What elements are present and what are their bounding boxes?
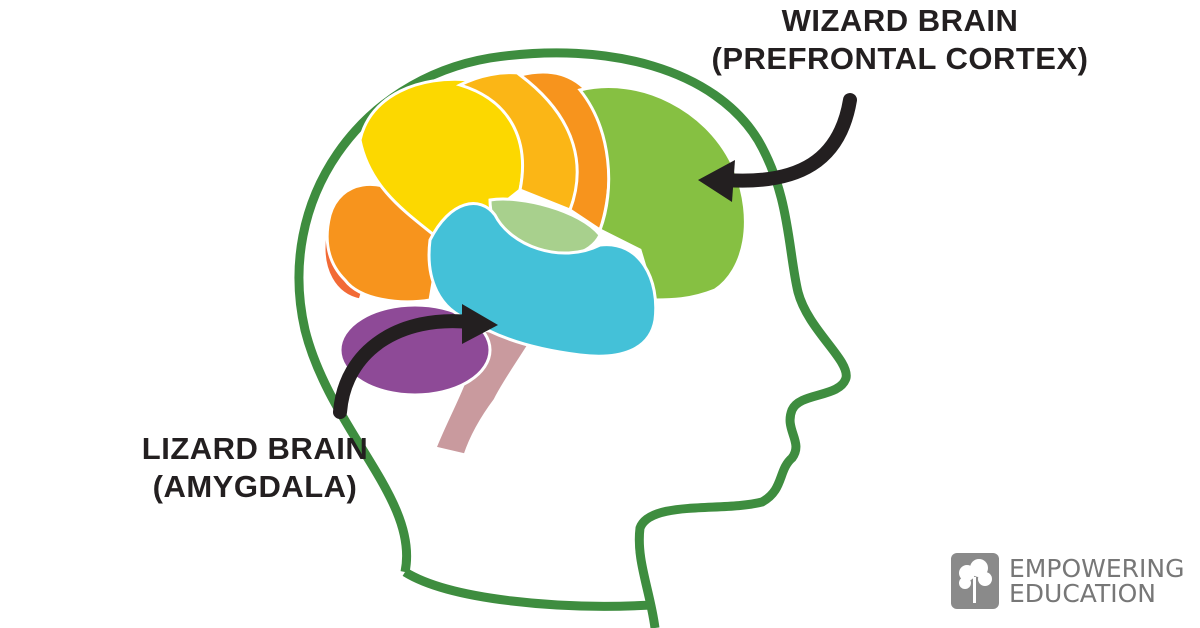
logo-line2: EDUCATION [1009, 579, 1156, 608]
wizard-arrow [718, 93, 857, 188]
wizard-label-line2: (PREFRONTAL CORTEX) [711, 41, 1089, 76]
frontal-lobe [577, 85, 747, 302]
tree-icon [951, 553, 999, 609]
empowering-education-logo: EMPOWERING EDUCATION [951, 553, 1184, 609]
wizard-label-line1: WIZARD BRAIN [781, 3, 1019, 38]
wizard-arrowhead [698, 160, 735, 202]
logo-line1: EMPOWERING [1009, 554, 1185, 583]
lizard-label-line2: (AMYGDALA) [152, 469, 358, 504]
lizard-arrowhead [462, 304, 498, 344]
head-outline [294, 48, 851, 628]
lizard-label-line1: LIZARD BRAIN [141, 431, 369, 466]
lizard-brain-label: LIZARD BRAIN (AMYGDALA) [110, 430, 400, 506]
lizard-arrow [333, 314, 477, 419]
wizard-brain-label: WIZARD BRAIN (PREFRONTAL CORTEX) [700, 2, 1100, 78]
